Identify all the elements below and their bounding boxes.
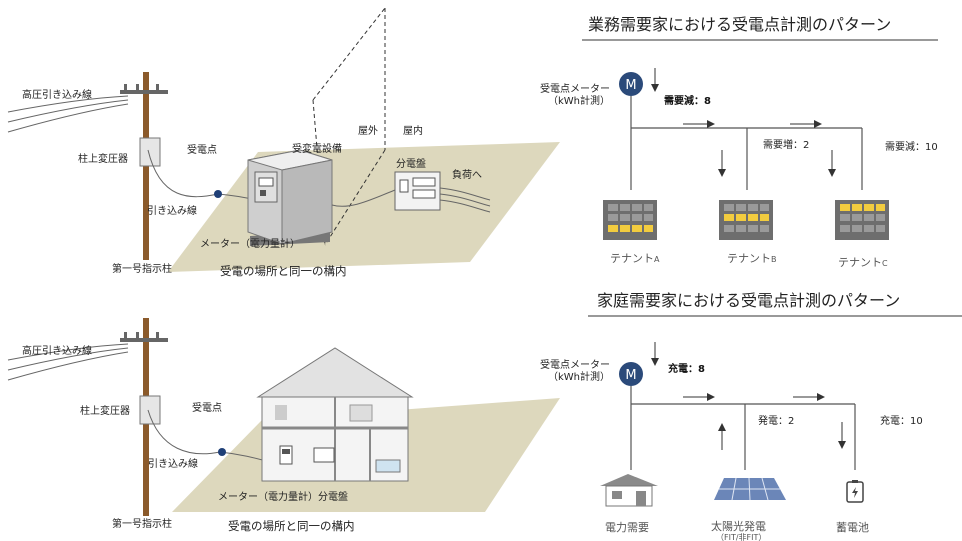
bl-caption: 受電の場所と同一の構内 bbox=[228, 519, 355, 533]
tr-demand-main: 需要減：8 bbox=[664, 94, 711, 107]
br-meter-label-1: 受電点メーター bbox=[540, 359, 610, 371]
tl-substation-label: 受変電設備 bbox=[292, 142, 342, 155]
br-meter-symbol: M bbox=[625, 368, 636, 383]
tl-pole-transformer-label: 柱上変圧器 bbox=[78, 152, 128, 165]
tr-demand-b: 需要増：2 bbox=[763, 138, 809, 151]
receiving-point-dot bbox=[218, 448, 226, 456]
tr-title: 業務需要家における受電点計測のパターン bbox=[588, 15, 891, 34]
tr-tenant-a-sub: A bbox=[654, 255, 660, 264]
tl-hv-line-label: 高圧引き込み線 bbox=[22, 88, 92, 101]
bottom-right-diagram: 家庭需要家における受電点計測のパターン 受電点メーター （kWh計測） M 充電… bbox=[540, 291, 962, 541]
pole-transformer-icon bbox=[139, 137, 161, 167]
br-solar-label: 太陽光発電 bbox=[711, 519, 766, 533]
br-wiring bbox=[630, 386, 856, 470]
tl-service-line-label: 引き込み線 bbox=[147, 204, 197, 217]
tr-tenant-a-label: テナントA bbox=[610, 252, 660, 265]
bl-first-pole-label: 第一号指示柱 bbox=[112, 517, 172, 530]
br-charge-battery: 充電：10 bbox=[880, 414, 923, 427]
top-right-diagram: 業務需要家における受電点計測のパターン 受電点メーター （kWh計測） M 需要… bbox=[540, 15, 938, 269]
pole-transformer-icon bbox=[139, 395, 161, 425]
br-title: 家庭需要家における受電点計測のパターン bbox=[597, 291, 900, 310]
br-battery-label: 蓄電池 bbox=[836, 521, 869, 534]
tl-caption: 受電の場所と同一の構内 bbox=[220, 264, 347, 278]
house-cutaway-icon bbox=[256, 347, 414, 482]
bl-meter-board-label: メーター（電力量計）分電盤 bbox=[218, 490, 348, 503]
battery-icon bbox=[846, 480, 864, 503]
tr-wiring bbox=[630, 96, 863, 190]
tr-meter-symbol: M bbox=[625, 78, 636, 93]
tr-tenant-c-text: テナント bbox=[838, 256, 882, 269]
tr-tenant-a-text: テナント bbox=[610, 252, 654, 265]
br-power-demand-label: 電力需要 bbox=[605, 521, 649, 534]
tl-first-pole-label: 第一号指示柱 bbox=[112, 262, 172, 275]
tenant-a-building-icon bbox=[603, 200, 657, 240]
house-icon bbox=[600, 474, 658, 507]
bl-service-line-label: 引き込み線 bbox=[148, 457, 198, 470]
receiving-point-dot bbox=[214, 190, 222, 198]
br-charge-main: 充電：8 bbox=[668, 362, 705, 375]
top-left-diagram: 高圧引き込み線 柱上変圧器 引き込み線 第一号指示柱 受電点 受変電設備 屋外 … bbox=[7, 7, 560, 278]
br-meter-icon bbox=[619, 362, 643, 386]
tl-meter-label: メーター（電力量計） bbox=[200, 237, 300, 250]
tl-receiving-point-label: 受電点 bbox=[187, 144, 217, 156]
bl-receiving-point-label: 受電点 bbox=[192, 402, 222, 414]
tr-tenant-b-label: テナントB bbox=[727, 252, 777, 265]
tr-meter-icon bbox=[619, 72, 643, 96]
bottom-left-diagram: 高圧引き込み線 柱上変圧器 受電点 引き込み線 メーター（電力量計）分電盤 第一… bbox=[7, 318, 560, 533]
hv-line-wires bbox=[7, 95, 129, 133]
load-wires bbox=[439, 187, 491, 213]
bl-pole-transformer-label: 柱上変圧器 bbox=[80, 404, 130, 417]
hv-line-wires bbox=[7, 343, 129, 381]
tl-distribution-board-label: 分電盤 bbox=[396, 157, 426, 170]
tr-tenant-b-text: テナント bbox=[727, 252, 771, 265]
tenant-c-building-icon bbox=[835, 200, 889, 240]
tl-outdoor-label: 屋外 bbox=[358, 125, 378, 137]
substation-equipment-icon bbox=[247, 149, 333, 246]
premises-ground bbox=[168, 142, 560, 272]
internal-wire bbox=[331, 189, 396, 207]
tr-tenant-c-label: テナントC bbox=[838, 256, 888, 269]
tr-meter-label-1: 受電点メーター bbox=[540, 83, 610, 95]
br-solar-sub: （FIT/非FIT） bbox=[716, 532, 766, 541]
tl-to-load-label: 負荷へ bbox=[452, 169, 482, 181]
tr-tenant-c-sub: C bbox=[882, 259, 888, 268]
tr-demand-c: 需要減：10 bbox=[885, 140, 938, 153]
tr-meter-label-2: （kWh計測） bbox=[548, 94, 610, 107]
bl-hv-line-label: 高圧引き込み線 bbox=[22, 344, 92, 357]
br-generation: 発電：2 bbox=[758, 414, 794, 427]
tl-indoor-label: 屋内 bbox=[403, 124, 423, 137]
br-meter-label-2: （kWh計測） bbox=[548, 370, 610, 383]
service-line-wire bbox=[147, 409, 271, 463]
distribution-board-icon bbox=[394, 171, 441, 211]
tenant-b-building-icon bbox=[719, 200, 773, 240]
solar-panel-icon bbox=[714, 477, 786, 501]
tr-tenant-b-sub: B bbox=[771, 255, 777, 264]
